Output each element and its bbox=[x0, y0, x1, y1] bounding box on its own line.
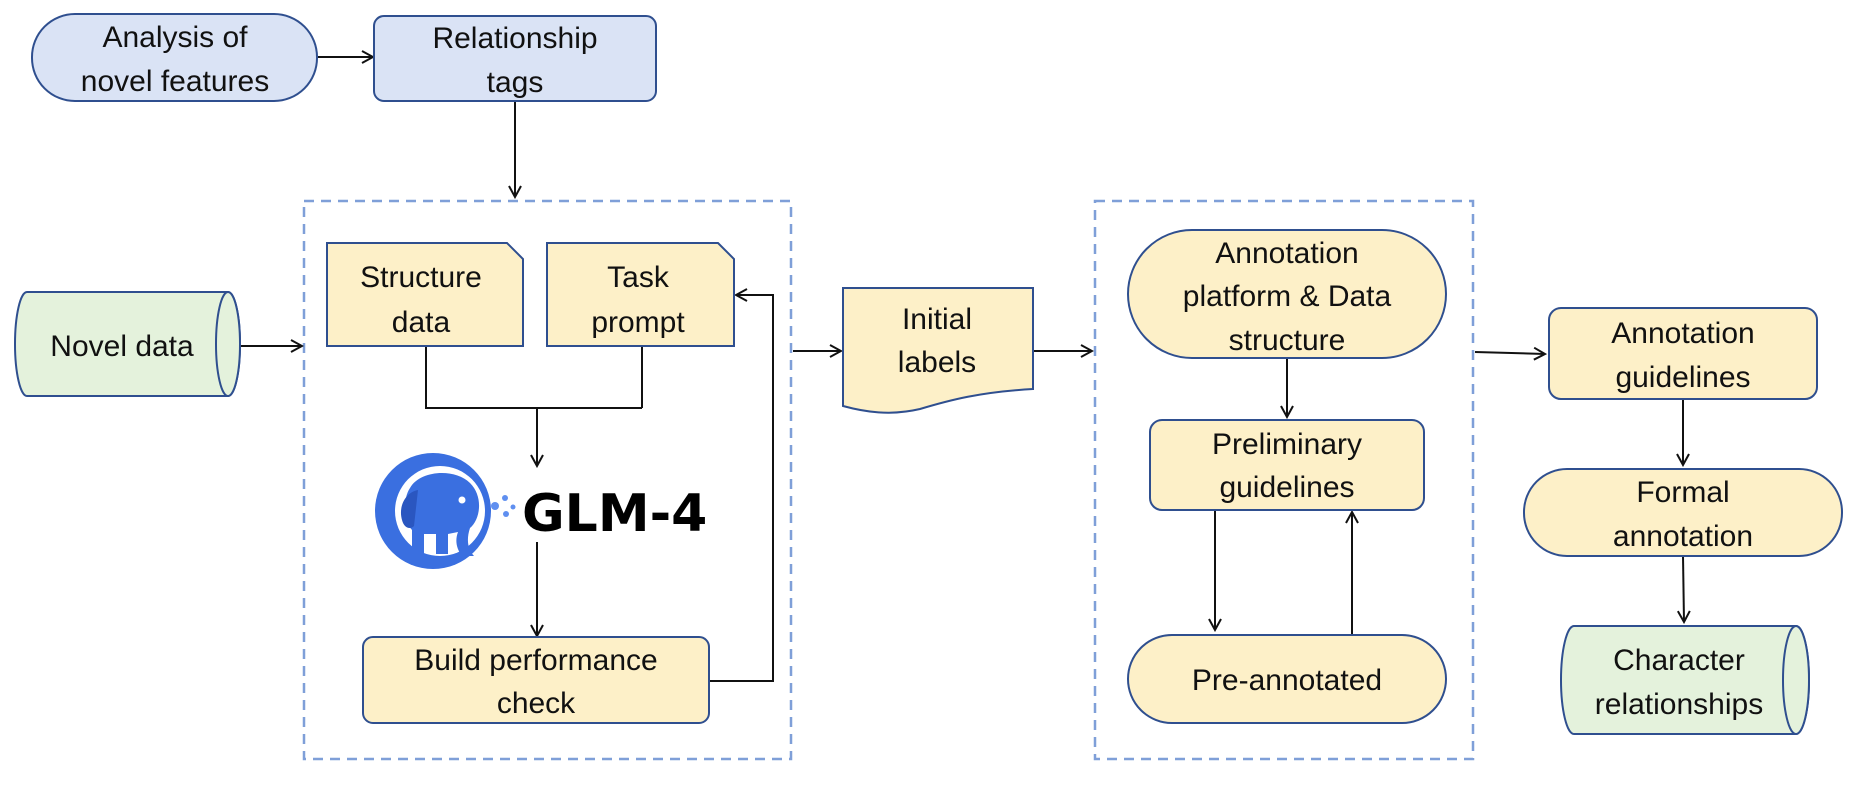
label-line: platform & Data bbox=[1183, 280, 1392, 313]
label-line: Annotation bbox=[1215, 237, 1358, 270]
label-line: Pre-annotated bbox=[1192, 664, 1382, 697]
edges bbox=[240, 57, 1684, 682]
node-annotation-guidelines: Annotation guidelines bbox=[1548, 307, 1818, 400]
label-line: prompt bbox=[591, 306, 685, 339]
node-build-performance-check: Build performance check bbox=[362, 636, 710, 724]
edge-structure-down bbox=[425, 347, 537, 409]
node-relationship-tags: Relationship tags bbox=[373, 15, 657, 102]
node-task-prompt: Task prompt bbox=[546, 242, 735, 347]
edge-formal-to-character bbox=[1683, 555, 1684, 622]
label-line: annotation bbox=[1613, 520, 1753, 553]
edge-build-feedback bbox=[710, 295, 774, 682]
node-annotation-platform: Annotation platform & Data structure bbox=[1127, 229, 1447, 359]
edge-group-to-guidelines bbox=[1474, 352, 1545, 354]
label-line: Preliminary bbox=[1212, 428, 1362, 461]
glm-logo-text: GLM-4 bbox=[522, 484, 707, 544]
label-line: structure bbox=[1229, 324, 1346, 357]
label-line: Character bbox=[1613, 644, 1745, 677]
node-analysis-features: Analysis of novel features bbox=[31, 13, 318, 102]
label-line: Structure bbox=[360, 261, 482, 294]
node-structure-data: Structure data bbox=[326, 242, 524, 347]
glm-logo: GLM-4 bbox=[375, 453, 707, 569]
llm-group-box bbox=[302, 199, 793, 761]
label-line: Relationship bbox=[432, 22, 597, 55]
node-character-relationships: Character relationships bbox=[1560, 625, 1810, 735]
node-pre-annotated: Pre-annotated bbox=[1127, 634, 1447, 724]
node-preliminary-guidelines: Preliminary guidelines bbox=[1149, 419, 1425, 511]
label-line: check bbox=[497, 687, 576, 720]
elephant-logo-icon bbox=[375, 453, 516, 569]
label-line: relationships bbox=[1595, 688, 1763, 721]
label-line: Initial bbox=[902, 303, 972, 336]
node-formal-annotation: Formal annotation bbox=[1523, 468, 1843, 557]
label-line: labels bbox=[898, 346, 976, 379]
label-line: Formal bbox=[1636, 476, 1729, 509]
label-line: guidelines bbox=[1219, 471, 1354, 504]
node-novel-data: Novel data bbox=[14, 291, 241, 397]
label-line: tags bbox=[487, 66, 544, 99]
label-line: Build performance bbox=[414, 644, 657, 677]
annotation-group-box bbox=[1093, 199, 1475, 761]
label-line: Novel data bbox=[50, 330, 194, 363]
node-initial-labels: Initial labels bbox=[842, 287, 1034, 414]
label-line: Task bbox=[607, 261, 670, 294]
label-line: Analysis of bbox=[102, 21, 248, 54]
label-line: guidelines bbox=[1615, 361, 1750, 394]
label-line: data bbox=[392, 306, 451, 339]
label-line: novel features bbox=[81, 65, 269, 98]
label-line: Annotation bbox=[1611, 317, 1754, 350]
